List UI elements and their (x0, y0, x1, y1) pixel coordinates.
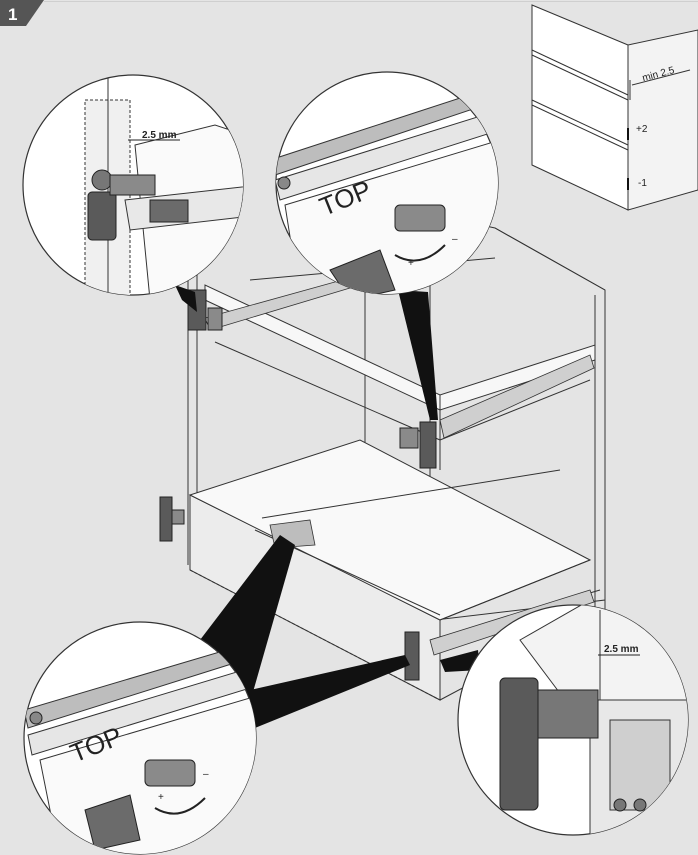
adjust-plus-label: +2 (636, 124, 648, 135)
cabinet-stack-inset: min 2.5 +2 -1 (531, 4, 698, 211)
step-badge: 1 (0, 0, 44, 26)
runner-upper-right (399, 354, 595, 469)
detail-circle-adjuster-upper: TOP + – (275, 71, 499, 295)
front-clip-detached (159, 496, 185, 542)
detail-circle-adjuster-lower: TOP + – (23, 621, 257, 855)
minus-sign-lower: – (203, 769, 209, 780)
gap-label-bottom: 2.5 mm (604, 644, 639, 655)
plus-sign-upper: + (408, 258, 414, 269)
minus-sign-upper: – (452, 234, 458, 245)
detail-circle-gap-bottom: 2.5 mm (457, 604, 689, 836)
plus-sign-lower: + (158, 792, 164, 803)
adjust-minus-label: -1 (638, 178, 647, 189)
step-number: 1 (8, 5, 17, 24)
detail-circle-gap-top: 2.5 mm (22, 74, 244, 296)
gap-label-top: 2.5 mm (142, 130, 177, 141)
